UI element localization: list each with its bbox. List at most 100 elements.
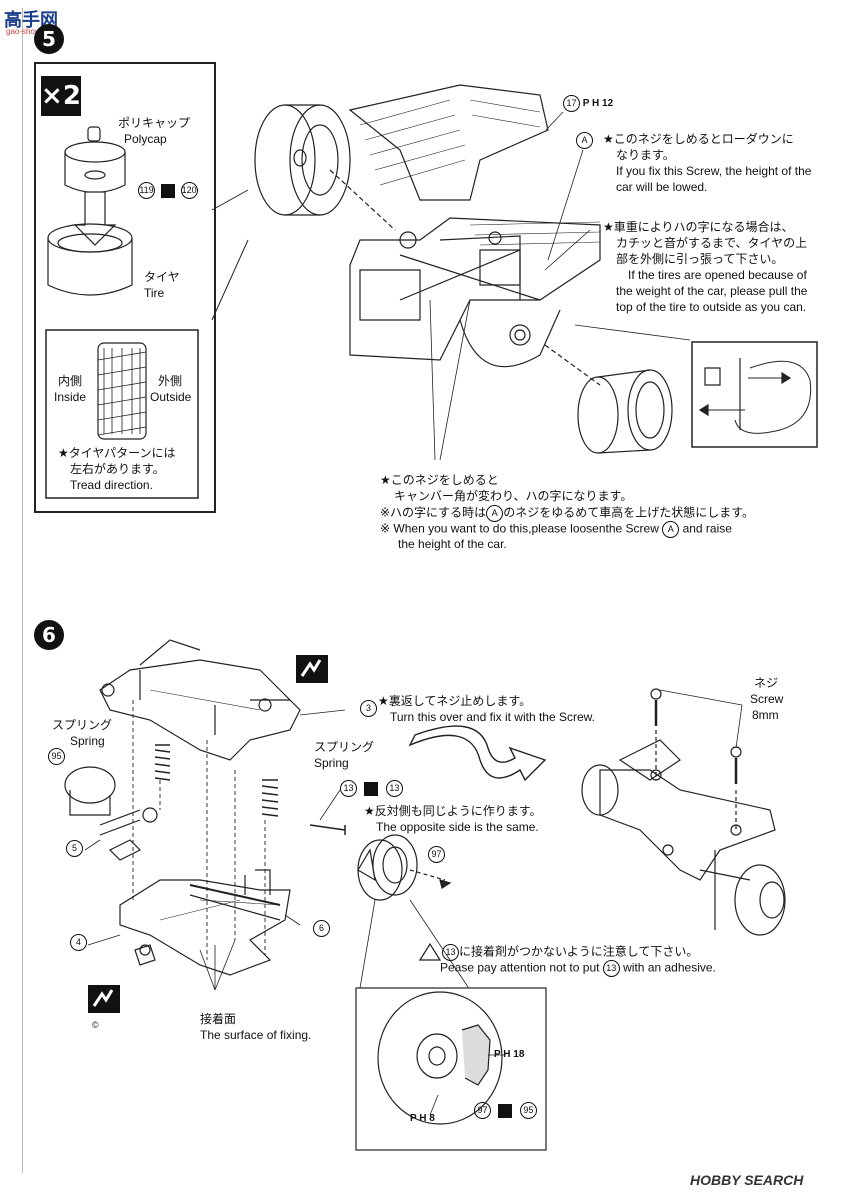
part-97: 97 (428, 846, 445, 864)
page-border (22, 8, 833, 1173)
spring-left-en: Spring (70, 734, 105, 748)
tread-note-en: Tread direction. (70, 478, 153, 492)
inside-label-en: Inside (54, 390, 87, 404)
assembled-suspension (599, 769, 776, 881)
inside-label-jp: 内側 (58, 374, 83, 388)
tread-box (45, 329, 199, 499)
glue-icon-bottom (88, 985, 120, 1013)
glue-icon-top (296, 655, 328, 683)
pair-icon (364, 781, 379, 796)
warning-icon (418, 942, 442, 961)
spring-right-en: Spring (314, 756, 349, 770)
spring-right (261, 779, 279, 817)
opposite-note-en: The opposite side is the same. (376, 820, 539, 834)
step-6-badge: 6 (34, 620, 64, 650)
spring-left (154, 744, 171, 781)
copyright-mark: © (92, 1020, 99, 1030)
note2-jp-1: ★車重によりハの字になる場合は、 (603, 220, 794, 234)
polycap-drawing (87, 126, 101, 142)
warn-en-a: Pease pay attention not to put (440, 960, 600, 975)
steering-arm (99, 809, 141, 836)
part-120: 120 (180, 182, 198, 199)
warning-note-en: Pease pay attention not to put 13 with a… (440, 960, 716, 977)
polycap-label-jp: ポリキャップ (118, 116, 191, 130)
note2-jp-3: 部を外側に引っ張って下さい。 (616, 252, 784, 266)
part-119: 119 (138, 182, 155, 199)
label-a: A (576, 132, 593, 150)
part-13-warn-en: 13 (602, 960, 620, 977)
tire-label-jp: タイヤ (144, 270, 180, 284)
note1-jp-1: ★このネジをしめるとローダウンに (603, 132, 794, 146)
surface-label-jp: 接着面 (200, 1012, 237, 1026)
large-wheel-right (577, 376, 619, 454)
flip-note-en: Turn this over and fix it with the Screw… (390, 710, 595, 724)
part-13-pair: 13 13 (340, 780, 403, 798)
part-6: 6 (313, 920, 330, 938)
note3-en-1: ※ When you want to do this,please loosen… (380, 521, 732, 538)
screw-label-en: Screw (750, 692, 784, 706)
ref-ph18: P H 18 (494, 1049, 525, 1060)
label-a-inline-en: A (662, 521, 680, 538)
part-97-marker: 97 (428, 846, 445, 864)
part-6-marker: 6 (313, 920, 330, 938)
note1-jp-2: なります。 (616, 148, 675, 162)
part-97-pair: 97 (474, 1102, 491, 1120)
flip-note-jp: ★裏返してネジ止めします。 (378, 694, 532, 708)
part-17: 17 (563, 95, 580, 112)
ref-ph8: P H 8 (410, 1113, 435, 1124)
screw-a-marker: A (576, 132, 593, 150)
hub (509, 324, 531, 346)
part-95-pair: 95 (519, 1102, 537, 1120)
tread-note-jp-2: 左右があります。 (70, 462, 165, 476)
callout-17: 17 P H 12 (563, 95, 613, 112)
note3-jp-3a: ※ハの字にする時は (380, 505, 487, 520)
tread-note-jp-1: ★タイヤパターンには (58, 446, 176, 460)
wheel-body (64, 152, 126, 194)
part-3: 3 (360, 700, 377, 718)
part-pair-97-95: 97 95 (474, 1102, 537, 1120)
part-13-b: 13 (385, 780, 403, 798)
pair-icon (160, 183, 175, 198)
ref-ph12: P H 12 (582, 98, 614, 110)
part-5-marker: 5 (66, 840, 83, 858)
part-13-warn: 13 (442, 944, 459, 961)
part-3-marker: 3 (360, 700, 377, 718)
part-4-marker: 4 (70, 934, 87, 952)
note3-jp-3b: のネジをゆるめて車高を上げた状態にします。 (503, 505, 754, 520)
note1-en-2: car will be lowed. (616, 180, 708, 194)
outside-label-jp: 外側 (158, 374, 183, 388)
part-4: 4 (70, 934, 87, 952)
opposite-note-jp: ★反対側も同じように作ります。 (364, 804, 542, 818)
note2-en-3: top of the tire to outside as you can. (616, 300, 807, 314)
lower-arm (119, 879, 291, 976)
brake-disc (377, 991, 503, 1125)
note3-en-1a: ※ When you want to do this,please loosen… (380, 521, 659, 536)
part-5: 5 (66, 840, 83, 858)
note2-jp-2: カチッと音がするまで、タイヤの上 (616, 236, 808, 250)
part-95: 95 (48, 748, 65, 766)
outside-label-en: Outside (150, 390, 192, 404)
note1-en-1: If you fix this Screw, the height of the (616, 164, 812, 178)
warn-en-b: with an adhesive. (623, 960, 716, 975)
brake-detail-box (355, 987, 547, 1151)
watermark-site: gao-shou.com (6, 27, 57, 36)
surface-label-en: The surface of fixing. (200, 1028, 312, 1042)
warn-jp-text: に接着剤がつかないように注意して下さい。 (459, 944, 699, 959)
note3-en-2: the height of the car. (398, 537, 507, 551)
screw-size: 8mm (752, 708, 779, 722)
screw-label-jp: ネジ (754, 676, 779, 690)
chassis-body-upper (348, 84, 549, 201)
tire-label-en: Tire (144, 286, 165, 300)
tread-tire (97, 342, 147, 440)
hand-inset (691, 341, 818, 448)
note3-jp-2: キャンバー角が変わり、ハの字になります。 (394, 489, 633, 503)
note2-en-1: If the tires are opened because of (628, 268, 807, 282)
label-a-inline: A (486, 505, 504, 522)
quantity-badge: ×2 (41, 76, 81, 116)
pair-icon (498, 1103, 513, 1118)
part-95-marker: 95 (48, 748, 65, 766)
spring-left-jp: スプリング (52, 718, 113, 732)
note3-jp-1: ★このネジをしめると (380, 473, 499, 487)
